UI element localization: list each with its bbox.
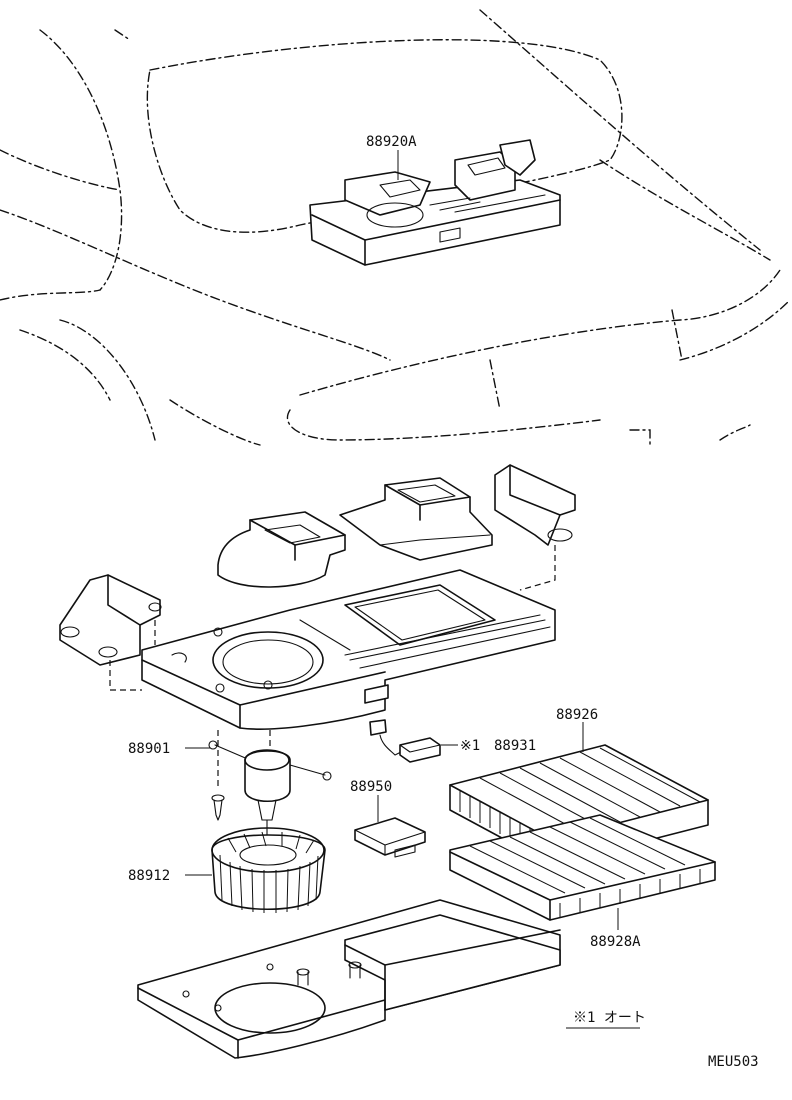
guide-right <box>519 545 556 591</box>
left-bracket <box>59 574 162 666</box>
lower-case <box>137 899 561 1059</box>
label-motor: 88901 <box>128 741 170 757</box>
right-bracket <box>494 464 576 546</box>
note-text: ※1 オート <box>573 1010 646 1026</box>
guide-left <box>109 660 142 691</box>
blower-motor <box>208 740 332 836</box>
label-filter-lower: 88928A <box>590 934 641 950</box>
blower-fan <box>211 827 326 913</box>
vehicle-outline <box>0 9 791 446</box>
amplifier <box>354 817 426 858</box>
label-fan: 88912 <box>128 868 170 884</box>
filter-lower <box>449 814 716 921</box>
label-filter-upper: 88926 <box>556 707 598 723</box>
assembly-in-vehicle <box>309 139 561 266</box>
diagram-code: MEU503 <box>708 1054 759 1070</box>
label-amplifier: 88950 <box>350 779 392 795</box>
label-sensor: 88931 <box>494 738 536 754</box>
right-duct <box>339 477 493 561</box>
upper-case <box>141 569 556 730</box>
label-sensor-prefix: ※1 <box>460 738 480 754</box>
sensor <box>369 719 441 763</box>
left-duct <box>217 511 346 588</box>
label-assembly: 88920A <box>366 134 417 150</box>
screw <box>211 794 225 821</box>
